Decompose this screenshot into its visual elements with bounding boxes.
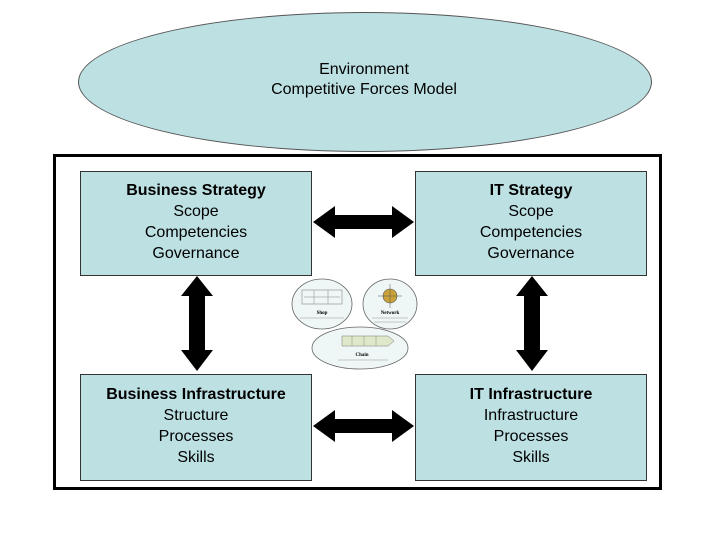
business-vertical-arrow (181, 276, 213, 371)
environment-label: Environment Competitive Forces Model (78, 60, 650, 100)
box-line: Scope (173, 203, 219, 220)
value-configuration-graphic: Shop Network Chain (291, 278, 418, 370)
shop-icon (301, 289, 343, 305)
it-vertical-arrow (516, 276, 548, 371)
box-line: Competencies (144, 224, 248, 241)
environment-subtitle: Competitive Forces Model (271, 81, 457, 98)
it-strategy-box: IT Strategy Scope Competencies Governanc… (415, 171, 647, 276)
infrastructure-alignment-arrow (313, 410, 414, 442)
box-line: Scope (508, 203, 554, 220)
strategy-alignment-arrow (313, 206, 414, 238)
box-line: Skills (177, 449, 215, 466)
it-infrastructure-box: IT Infrastructure Infrastructure Process… (415, 374, 647, 481)
chain-icon (341, 335, 395, 347)
box-line: Processes (493, 428, 569, 445)
environment-ellipse (78, 12, 652, 152)
box-line: Structure (163, 407, 229, 424)
environment-title: Environment (319, 61, 409, 78)
box-line: Processes (158, 428, 234, 445)
chain-label: Chain (355, 353, 368, 358)
organization-frame (53, 154, 662, 490)
box-line: Skills (512, 449, 550, 466)
box-title: Business Infrastructure (106, 386, 286, 403)
business-infrastructure-box: Business Infrastructure Structure Proces… (80, 374, 312, 481)
box-line: Competencies (479, 224, 583, 241)
box-title: IT Infrastructure (469, 386, 593, 403)
box-line: Infrastructure (483, 407, 579, 424)
shop-label: Shop (317, 311, 328, 316)
business-strategy-box: Business Strategy Scope Competencies Gov… (80, 171, 312, 276)
network-label: Network (381, 311, 400, 316)
chain-ellipse (311, 326, 409, 370)
box-title: IT Strategy (489, 182, 573, 199)
box-line: Governance (152, 245, 240, 262)
box-line: Governance (487, 245, 575, 262)
box-title: Business Strategy (126, 182, 266, 199)
